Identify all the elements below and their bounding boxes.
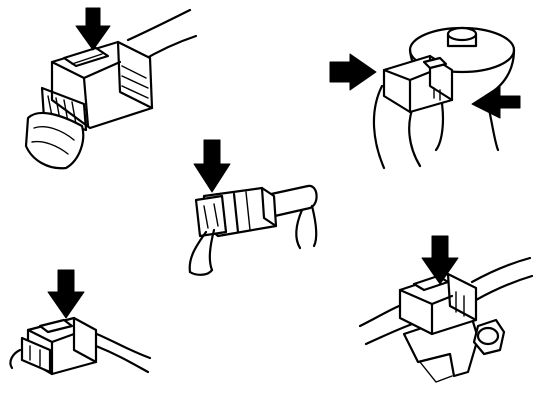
connector-top-left bbox=[24, 7, 198, 170]
bracket-connector-bottom-right bbox=[358, 235, 534, 383]
small-connector-bottom-left bbox=[9, 269, 152, 376]
arrow-left-icon bbox=[471, 85, 521, 119]
arrow-down-icon bbox=[193, 139, 231, 193]
arrow-right-icon bbox=[329, 53, 377, 91]
arrow-down-icon bbox=[421, 235, 459, 285]
arrow-down-icon bbox=[75, 7, 111, 51]
sensor-connector-top-right bbox=[329, 26, 521, 170]
inline-connector-center bbox=[188, 139, 318, 276]
arrow-down-icon bbox=[47, 269, 85, 319]
